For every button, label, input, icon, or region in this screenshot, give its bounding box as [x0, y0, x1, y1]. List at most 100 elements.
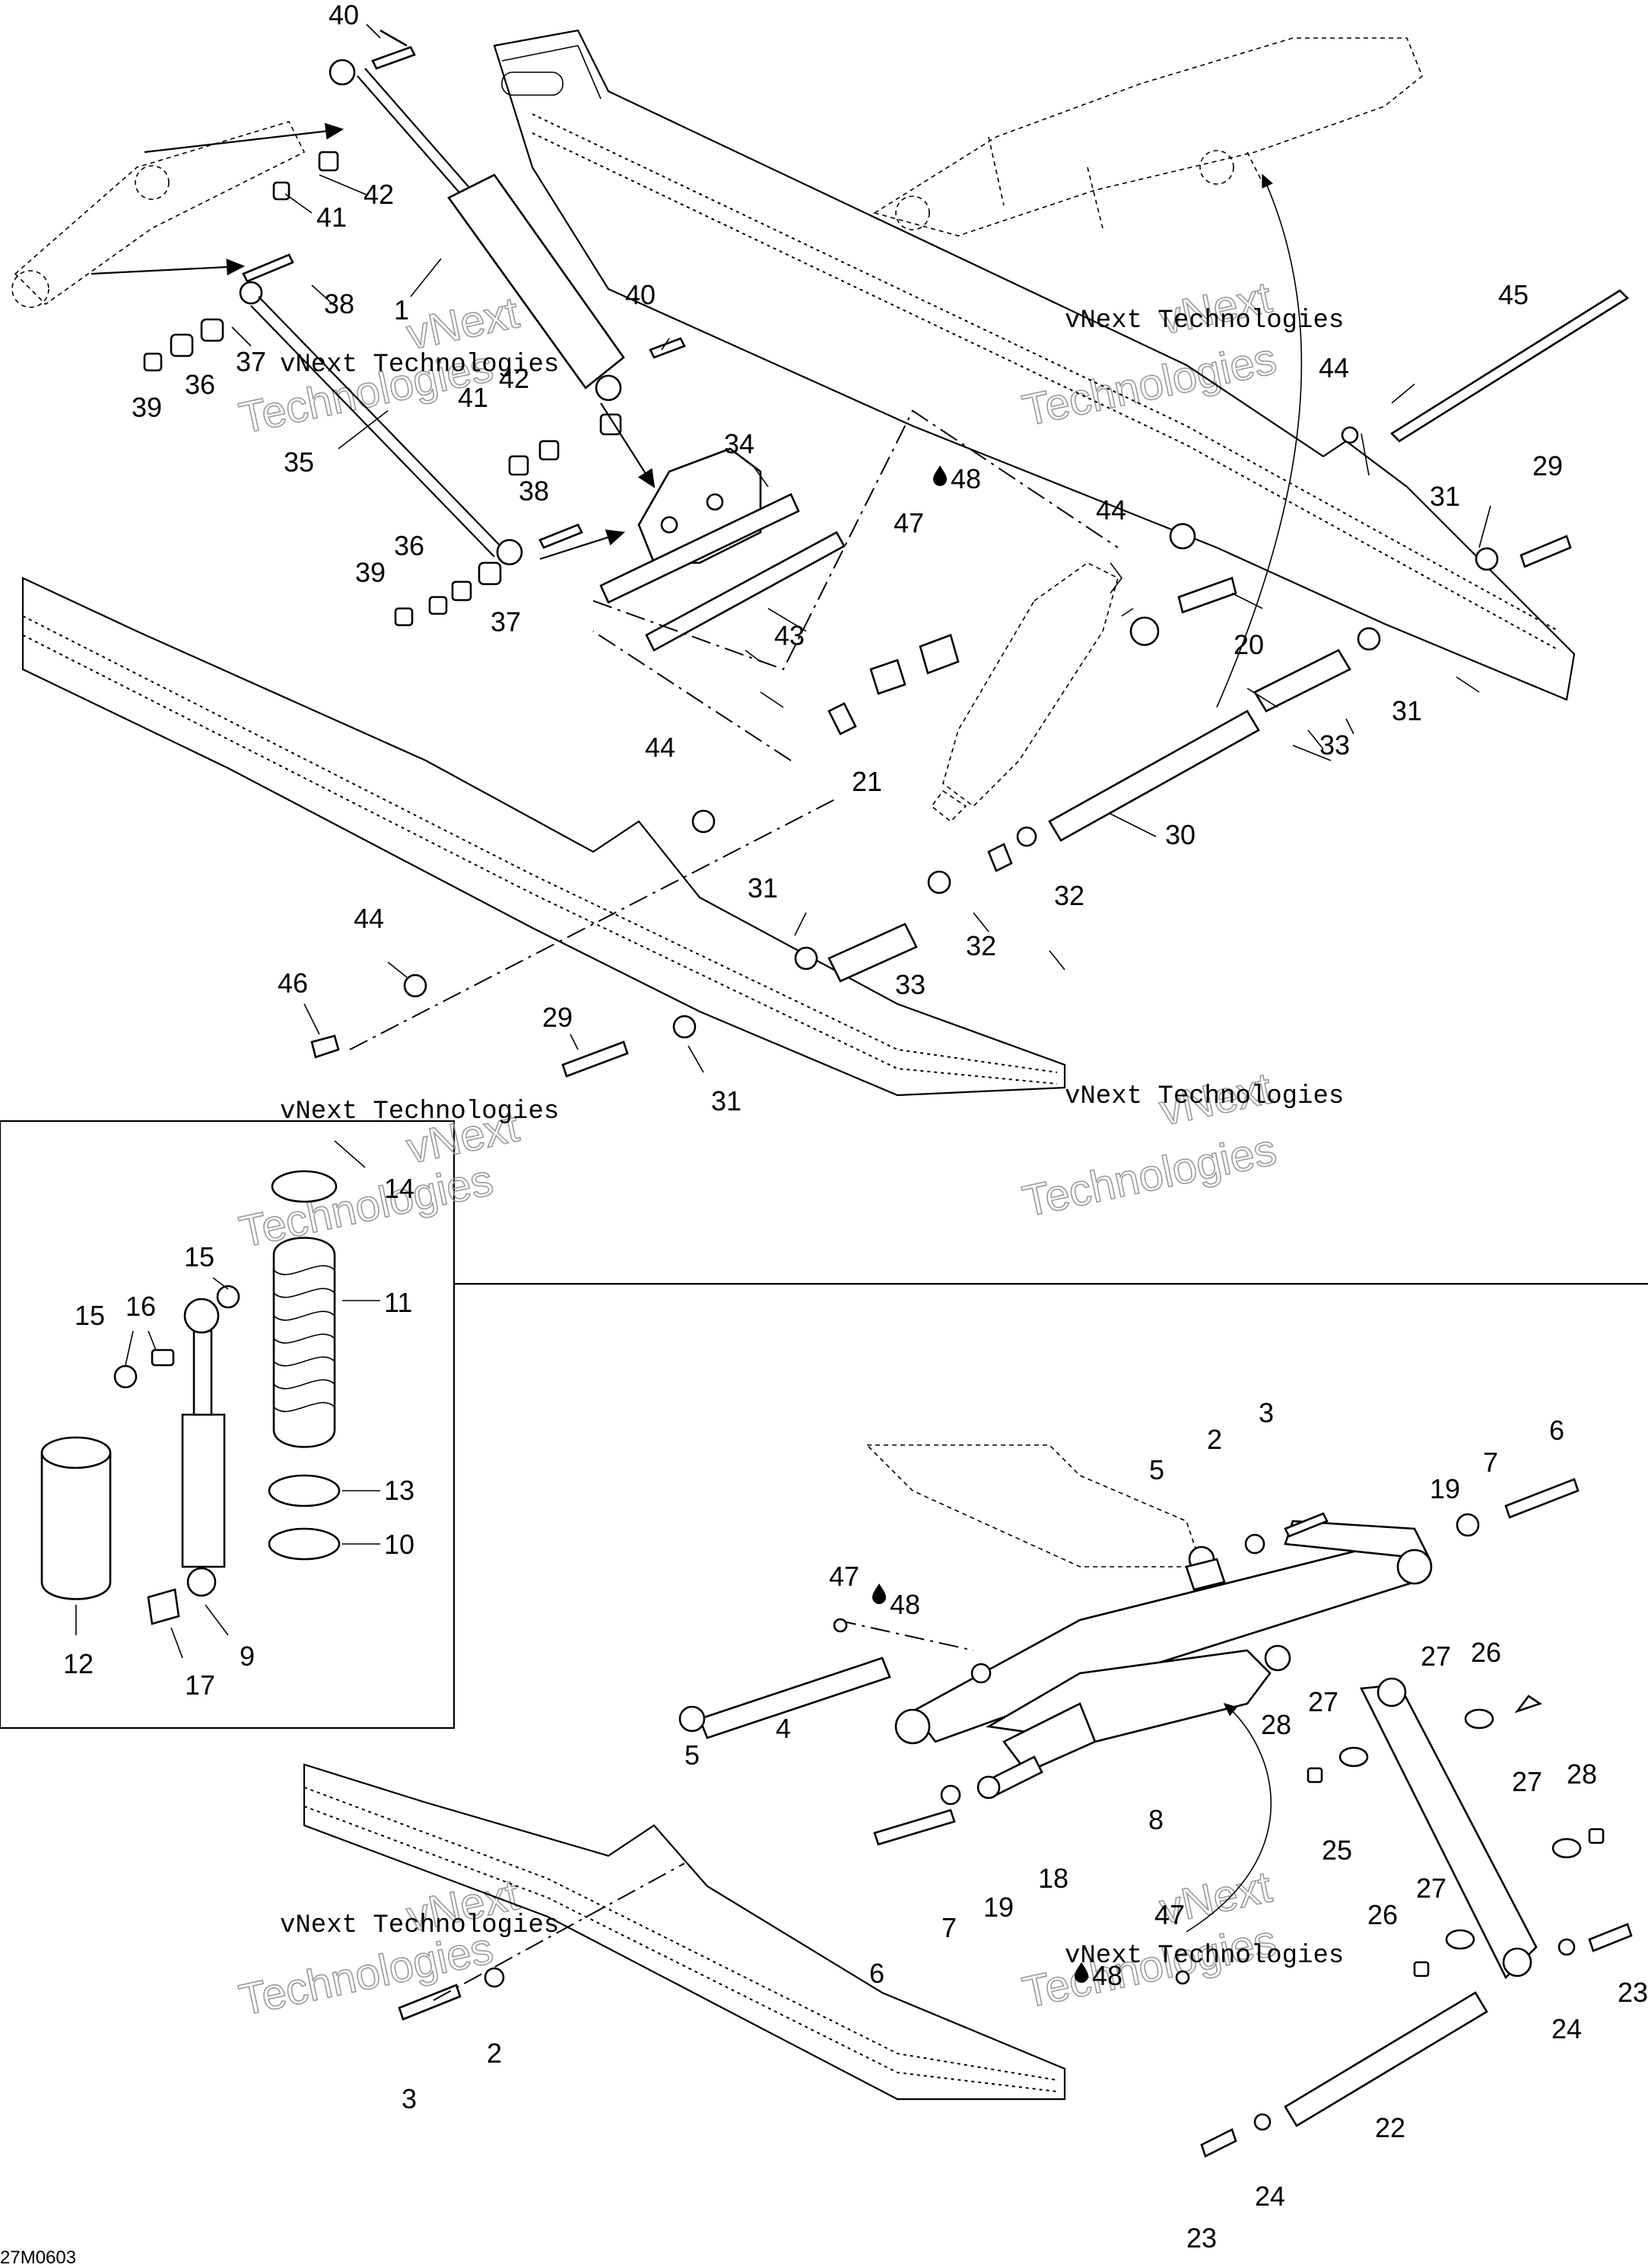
callout-32: 32: [1054, 880, 1084, 911]
right-rail-lower: [865, 1444, 1203, 1568]
callout-48: 48: [1092, 1960, 1122, 1991]
callout-6: 6: [869, 1958, 884, 1989]
callout-4: 4: [776, 1713, 791, 1744]
upper-hardware: [143, 46, 686, 627]
callout-9: 9: [240, 1641, 255, 1672]
svg-text:vNext Technologies: vNext Technologies: [280, 1911, 559, 1940]
callout-7: 7: [941, 1912, 957, 1943]
callout-30: 30: [1165, 819, 1196, 850]
callout-42: 42: [499, 363, 529, 394]
callout-27: 27: [1421, 1641, 1451, 1672]
callout-22: 22: [1375, 2112, 1405, 2143]
callout-35: 35: [284, 446, 314, 478]
callout-12: 12: [63, 1648, 94, 1679]
inset-frame: [0, 1120, 1648, 1730]
callout-5: 5: [1149, 1454, 1164, 1485]
left-rail-lower: [303, 1763, 1066, 2101]
callout-29: 29: [542, 1002, 573, 1033]
callout-41: 41: [458, 382, 488, 413]
svg-text:vNext Technologies: vNext Technologies: [280, 351, 559, 380]
callout-36: 36: [394, 530, 424, 561]
callout-labels: 40 42 41 38 1 37 36 39 35 40 42 41 34 48…: [63, 0, 1648, 2254]
callout-32: 32: [966, 930, 996, 961]
callout-28: 28: [1567, 1758, 1597, 1790]
left-rail-upper: [21, 577, 1066, 1097]
callout-31: 31: [748, 872, 778, 904]
callout-47: 47: [829, 1561, 859, 1592]
callout-44: 44: [645, 732, 675, 763]
shock-components: [40, 1170, 341, 1625]
callout-15: 15: [184, 1241, 214, 1272]
svg-text:Technologies: Technologies: [1018, 334, 1281, 436]
callout-8: 8: [1148, 1804, 1164, 1835]
callout-48: 48: [890, 1589, 920, 1620]
callout-27: 27: [1512, 1766, 1542, 1797]
callout-14: 14: [384, 1173, 414, 1204]
callout-44: 44: [1319, 352, 1349, 383]
callout-31: 31: [1392, 695, 1422, 726]
svg-text:vNext Technologies: vNext Technologies: [1065, 1082, 1344, 1111]
callout-28: 28: [1261, 1709, 1291, 1740]
bracket-and-shaft: [539, 402, 1119, 761]
callout-23: 23: [1186, 2222, 1217, 2254]
callout-48: 48: [951, 463, 981, 494]
callout-6: 6: [1549, 1415, 1564, 1446]
callout-38: 38: [519, 475, 549, 507]
callout-40: 40: [329, 0, 359, 30]
front-arm-ghost: [11, 121, 345, 308]
callout-39: 39: [355, 557, 386, 588]
rear-arm-ghost: [873, 37, 1423, 237]
callout-24: 24: [1255, 2181, 1285, 2212]
callout-42: 42: [364, 179, 394, 210]
callout-26: 26: [1367, 1899, 1398, 1930]
callout-20: 20: [1234, 629, 1264, 660]
leader-lines: [75, 24, 1491, 1659]
front-arm: [894, 1520, 1433, 1774]
callout-44: 44: [354, 903, 384, 934]
callout-47: 47: [1154, 1899, 1185, 1930]
callout-45: 45: [1498, 279, 1529, 310]
callout-1: 1: [394, 294, 409, 326]
watermark-top-right: vNext Technologies vNext Technologies: [1018, 272, 1344, 437]
callout-38: 38: [324, 288, 354, 319]
callout-27: 27: [1416, 1873, 1446, 1904]
callout-15: 15: [75, 1300, 105, 1331]
callout-16: 16: [125, 1291, 156, 1322]
svg-text:vNext Technologies: vNext Technologies: [1065, 307, 1344, 335]
callout-37: 37: [236, 346, 266, 377]
callout-43: 43: [774, 620, 805, 651]
callout-2: 2: [1207, 1424, 1222, 1455]
svg-text:Technologies: Technologies: [235, 1155, 497, 1257]
right-rail-upper: [493, 29, 1576, 701]
callout-31: 31: [1430, 481, 1460, 512]
callout-10: 10: [384, 1529, 414, 1560]
callout-19: 19: [983, 1892, 1014, 1923]
callout-27: 27: [1308, 1686, 1338, 1717]
callout-3: 3: [402, 2083, 417, 2114]
rear-shock-ghost: [930, 562, 1134, 823]
callout-40: 40: [625, 279, 656, 310]
svg-text:vNext Technologies: vNext Technologies: [1065, 1942, 1344, 1971]
callout-41: 41: [316, 202, 347, 233]
callout-44: 44: [1096, 494, 1126, 526]
svg-text:vNext Technologies: vNext Technologies: [280, 1097, 559, 1126]
callout-3: 3: [1259, 1397, 1274, 1428]
callout-5: 5: [684, 1739, 700, 1771]
callout-37: 37: [491, 606, 521, 637]
callout-2: 2: [487, 2038, 502, 2069]
shock-absorber: [329, 29, 625, 402]
callout-7: 7: [1483, 1447, 1498, 1478]
callout-25: 25: [1322, 1834, 1352, 1866]
callout-33: 33: [895, 969, 926, 1000]
svg-text:Technologies: Technologies: [1018, 1125, 1281, 1227]
callout-24: 24: [1551, 2013, 1582, 2044]
callout-39: 39: [132, 392, 162, 423]
callout-23: 23: [1618, 1977, 1648, 2008]
drawing-code: 27M0603: [0, 2247, 76, 2268]
watermark-mid-right: vNext Technologies vNext Technologies: [1018, 1063, 1344, 1228]
callout-26: 26: [1471, 1637, 1501, 1668]
callout-47: 47: [894, 507, 924, 538]
callout-17: 17: [185, 1669, 215, 1701]
callout-31: 31: [711, 1085, 741, 1117]
